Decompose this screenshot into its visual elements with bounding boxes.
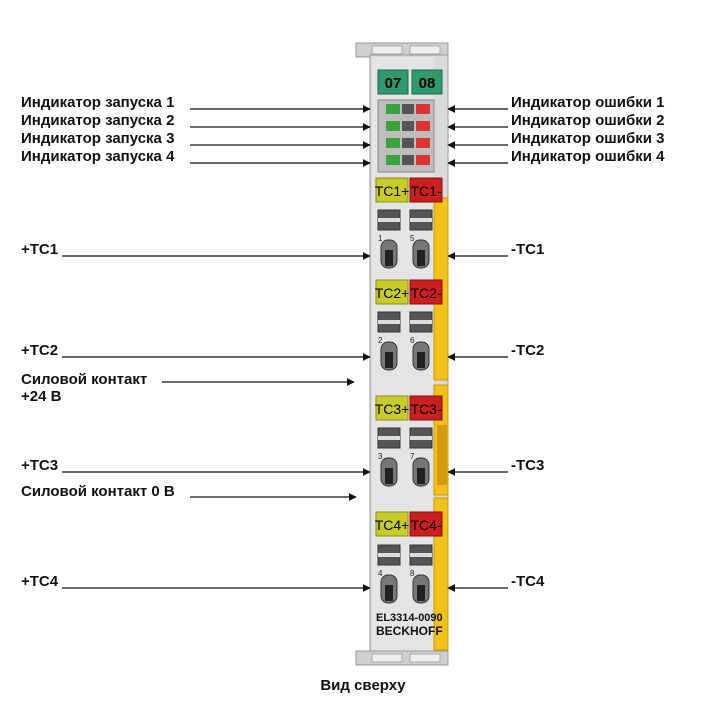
tc3-num-right: 7 <box>410 452 415 461</box>
bottom-latch <box>355 650 449 666</box>
power-24v-label-line1: Силовой контакт <box>21 371 148 388</box>
tc2-minus-label: TC2- <box>410 285 441 301</box>
run-led-3-label: Индикатор запуска 3 <box>21 130 175 147</box>
tc1-minus-callout: -TC1 <box>511 241 545 258</box>
err-led-1-label: Индикатор ошибки 1 <box>511 94 665 111</box>
channel-badge-08: 08 <box>411 69 443 95</box>
led-row-3 <box>386 138 430 148</box>
tc4-minus-label: TC4- <box>410 517 441 533</box>
tc1-plus-label: TC1+ <box>375 183 410 199</box>
tc1-num-right: 5 <box>410 234 415 243</box>
run-led-1-label: Индикатор запуска 1 <box>21 94 175 111</box>
tc2-minus-callout: -TC2 <box>511 342 545 359</box>
tc3-num-left: 3 <box>378 452 383 461</box>
tc4-num-left: 4 <box>378 569 383 578</box>
tc3-minus-callout: -TC3 <box>511 457 545 474</box>
run-led-4-label: Индикатор запуска 4 <box>21 148 175 165</box>
model-number: EL3314-0090 <box>376 612 443 624</box>
channel-badge-07: 07 <box>377 69 409 95</box>
tc2-num-right: 6 <box>410 336 415 345</box>
power-0v-label: Силовой контакт 0 В <box>21 483 175 500</box>
tc4-minus-callout: -TC4 <box>511 573 545 590</box>
led-row-4 <box>386 155 430 165</box>
terminal-group-3: TC3+ TC3- 3 7 <box>375 395 443 487</box>
tc4-num-right: 8 <box>410 569 415 578</box>
tc2-plus-callout: +TC2 <box>21 342 59 359</box>
led-row-2 <box>386 121 430 131</box>
tc4-plus-label: TC4+ <box>375 517 410 533</box>
tc1-plus-callout: +TC1 <box>21 241 59 258</box>
view-caption: Вид сверху <box>320 677 406 694</box>
err-led-2-label: Индикатор ошибки 2 <box>511 112 665 129</box>
tc3-minus-label: TC3- <box>410 401 441 417</box>
badge-text-07: 07 <box>385 75 402 92</box>
tc1-num-left: 1 <box>378 234 383 243</box>
brand-logo-text: BECKHOFF <box>376 624 443 638</box>
terminal-group-4: TC4+ TC4- 4 8 <box>375 511 443 604</box>
tc2-num-left: 2 <box>378 336 383 345</box>
leader-lines-left <box>62 105 371 592</box>
badge-text-08: 08 <box>419 75 436 92</box>
top-latch <box>355 42 449 58</box>
tc3-plus-callout: +TC3 <box>21 457 59 474</box>
run-led-2-label: Индикатор запуска 2 <box>21 112 175 129</box>
err-led-4-label: Индикатор ошибки 4 <box>511 148 665 165</box>
tc4-plus-callout: +TC4 <box>21 573 59 590</box>
terminal-group-1: TC1+ TC1- 1 5 <box>375 177 443 269</box>
terminal-group-2: TC2+ TC2- 2 6 <box>375 279 443 371</box>
tc1-minus-label: TC1- <box>410 183 441 199</box>
power-24v-label-line2: +24 В <box>21 388 62 405</box>
err-led-3-label: Индикатор ошибки 3 <box>511 130 665 147</box>
tc3-plus-label: TC3+ <box>375 401 410 417</box>
tc2-plus-label: TC2+ <box>375 285 410 301</box>
led-block <box>377 99 435 173</box>
leader-lines-right <box>447 105 508 592</box>
side-strip <box>433 197 449 651</box>
led-row-1 <box>386 104 430 114</box>
